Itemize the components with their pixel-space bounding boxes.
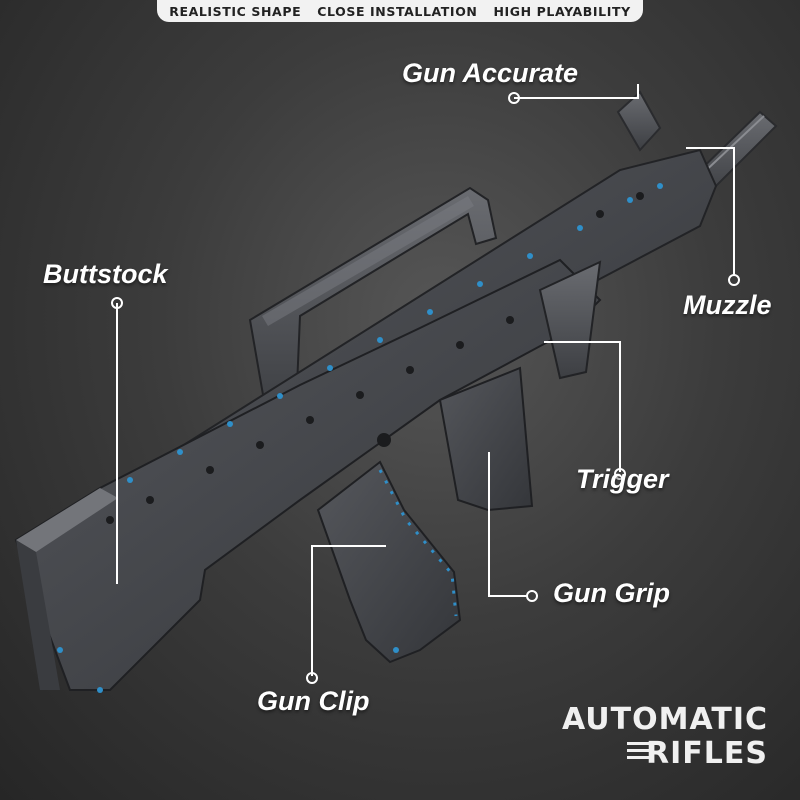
speed-lines-icon (627, 742, 653, 764)
callout-dot-gun-grip (526, 590, 538, 602)
callout-gun-grip: Gun Grip (553, 578, 670, 608)
callout-gun-accurate: Gun Accurate (402, 58, 579, 88)
banner-item-close-installation: CLOSE INSTALLATION (317, 3, 478, 19)
gun-grip (438, 366, 534, 512)
callout-dot-trigger (614, 468, 626, 480)
callout-dot-gun-accurate (508, 92, 520, 104)
front-sight (616, 90, 662, 152)
callout-dot-gun-clip (306, 672, 318, 684)
technic-pins (57, 183, 663, 693)
trigger-guard (538, 260, 602, 380)
brand-title-line2: RIFLES (646, 736, 768, 771)
callout-buttstock: Buttstock (43, 259, 168, 289)
gun-clip (316, 460, 462, 664)
callout-gun-clip: Gun Clip (257, 686, 370, 716)
brand-title-line1: AUTOMATIC (561, 702, 768, 737)
banner-item-realistic-shape: REALISTIC SHAPE (169, 3, 302, 19)
feature-banner: REALISTIC SHAPE CLOSE INSTALLATION HIGH … (157, 0, 643, 22)
technic-holes (106, 192, 644, 524)
callout-trigger: Trigger (576, 464, 669, 494)
banner-item-high-playability: HIGH PLAYABILITY (493, 3, 631, 19)
callout-lines (116, 84, 735, 676)
callout-dot-muzzle (728, 274, 740, 286)
callout-muzzle: Muzzle (683, 290, 772, 320)
callout-dot-buttstock (111, 297, 123, 309)
